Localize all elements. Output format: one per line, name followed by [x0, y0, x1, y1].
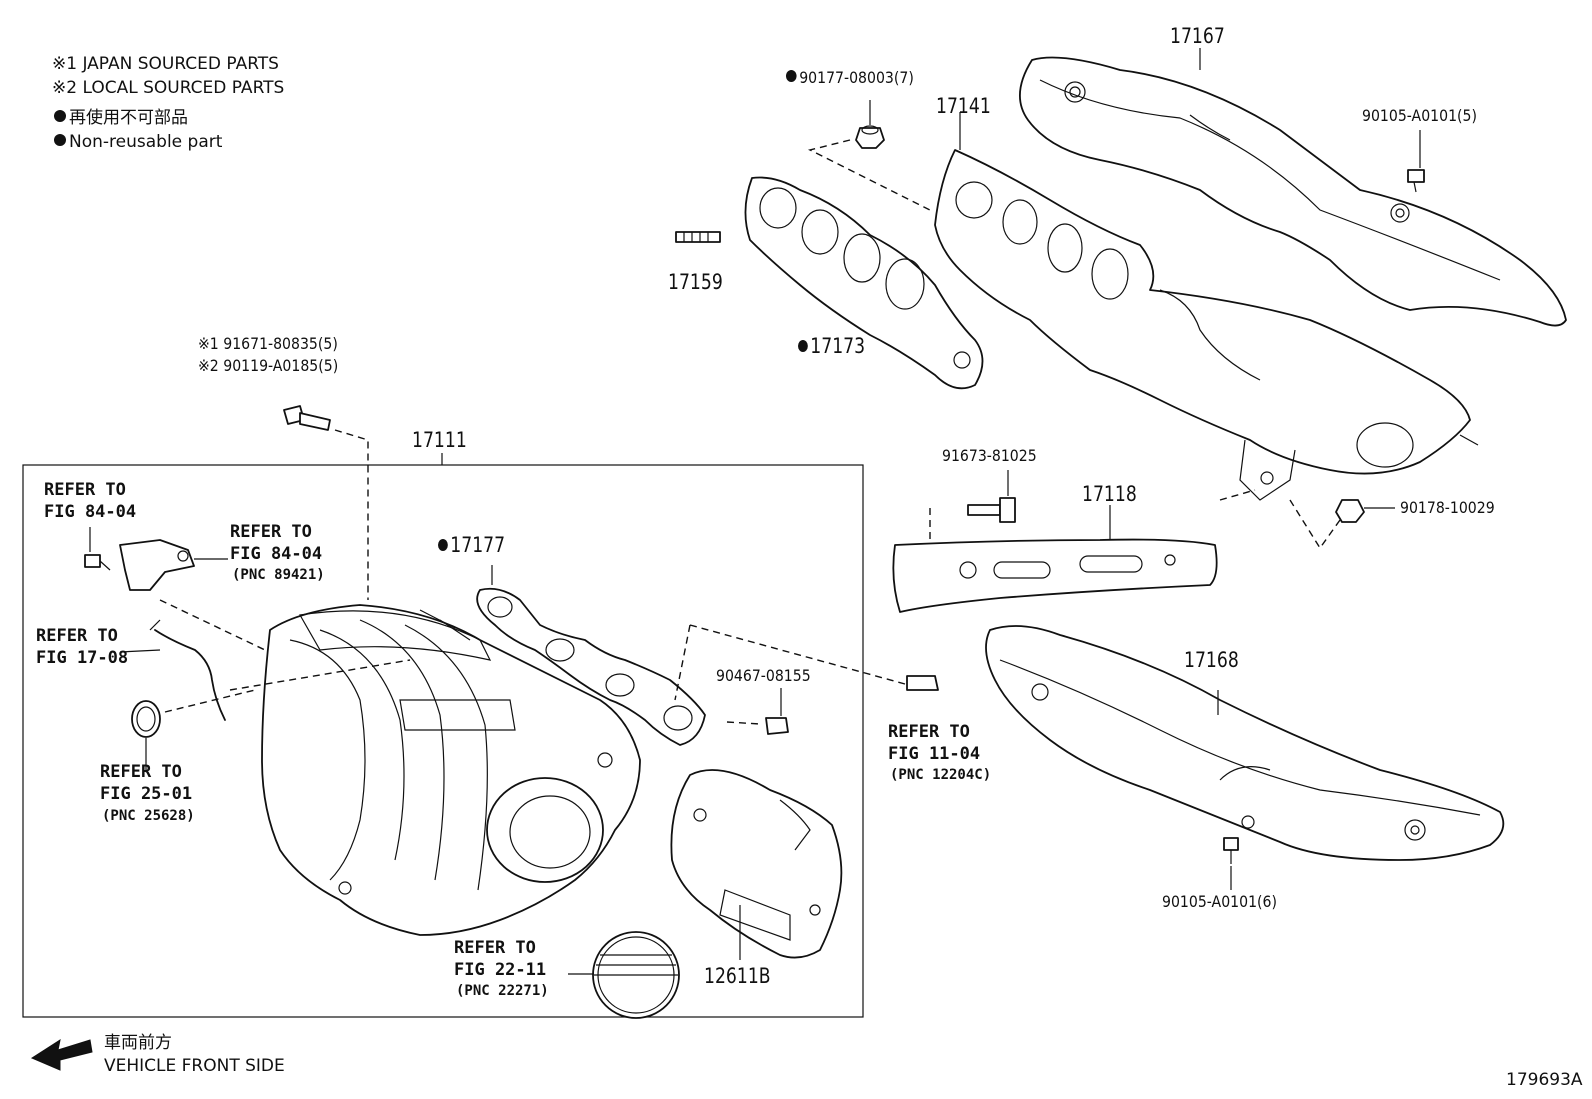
- hose: [149, 619, 226, 721]
- diagram-id: 179693A: [1506, 1070, 1583, 1090]
- front-arrow-icon: [30, 1038, 93, 1071]
- ref4-line2: FIG 25-01: [100, 784, 193, 804]
- note-nonreusable-en: Non-reusable part: [54, 134, 222, 151]
- part-90467-label: 90467-08155: [716, 666, 811, 685]
- ref4-line1: REFER TO: [100, 762, 182, 782]
- intake-manifold-frame: [22, 464, 864, 1018]
- part-17167-label: 17167: [1170, 24, 1225, 48]
- ref6-line3: (PNC 22271): [456, 983, 549, 999]
- ref5-line2: FIG 11-04: [888, 744, 981, 764]
- part-17173-label: 17173: [798, 336, 865, 357]
- ref3-line2: FIG 17-08: [36, 648, 129, 668]
- ref6-line2: FIG 22-11: [454, 960, 547, 980]
- part-17118-label: 17118: [1082, 482, 1137, 506]
- ref2-line1: REFER TO: [230, 522, 312, 542]
- direction-en: VEHICLE FRONT SIDE: [104, 1056, 285, 1076]
- part-90105-lower-label: 90105-A0101(6): [1162, 892, 1277, 911]
- intake-gasket: [476, 587, 706, 746]
- bolt-91671: [283, 405, 331, 431]
- part-17168-label: 17168: [1184, 648, 1239, 672]
- part-17141-label: 17141: [936, 94, 991, 118]
- nut-90177: [855, 125, 885, 149]
- manifold-stay: [892, 538, 1218, 613]
- intake-manifold: [261, 604, 641, 936]
- ref6-line1: REFER TO: [454, 938, 536, 958]
- note-nonreusable-jp: 再使用不可部品: [54, 110, 188, 127]
- nut-90178: [1335, 499, 1365, 523]
- part-91673-label: 91673-81025: [942, 446, 1037, 465]
- gasket-ring: [592, 931, 680, 1019]
- manifold-cover: [670, 769, 843, 959]
- direction-jp: 車両前方: [104, 1033, 172, 1053]
- part-17111-label: 17111: [412, 428, 467, 452]
- note-local-sourced: ※2 LOCAL SOURCED PARTS: [52, 78, 285, 98]
- ref1-line2: FIG 84-04: [44, 502, 137, 522]
- o-ring: [131, 700, 161, 738]
- part-17177-label: 17177: [438, 535, 505, 556]
- ref2-line2: FIG 84-04: [230, 544, 323, 564]
- ref1-line1: REFER TO: [44, 480, 126, 500]
- part-90119-label: ※2 90119-A0185(5): [198, 356, 339, 375]
- ref5-line3: (PNC 12204C): [890, 767, 992, 783]
- part-90178-label: 90178-10029: [1400, 498, 1495, 517]
- part-91671-label: ※1 91671-80835(5): [198, 334, 338, 353]
- ref4-line3: (PNC 25628): [102, 808, 195, 824]
- bolt-91673: [967, 497, 1016, 523]
- part-17159-label: 17159: [668, 270, 723, 294]
- part-90177-label: 90177-08003(7): [786, 70, 914, 86]
- part-12611b-label: 12611B: [704, 964, 771, 988]
- plug-12204c: [906, 675, 939, 691]
- heat-insulator-upper: [1019, 56, 1567, 327]
- note-japan-sourced: ※1 JAPAN SOURCED PARTS: [52, 54, 279, 74]
- bolt-90105-upper: [1407, 169, 1425, 193]
- ref5-line1: REFER TO: [888, 722, 970, 742]
- bolt-sensor: [84, 554, 111, 571]
- part-90105-upper-label: 90105-A0101(5): [1362, 106, 1477, 125]
- stud-17159: [675, 231, 721, 243]
- bolt-90105-lower: [1223, 837, 1239, 864]
- exhaust-gasket: [744, 176, 984, 390]
- sensor: [119, 539, 195, 591]
- clip-90467: [765, 717, 789, 735]
- heat-insulator-lower: [985, 625, 1505, 861]
- ref2-line3: (PNC 89421): [232, 567, 325, 583]
- exhaust-manifold: [934, 149, 1479, 501]
- ref3-line1: REFER TO: [36, 626, 118, 646]
